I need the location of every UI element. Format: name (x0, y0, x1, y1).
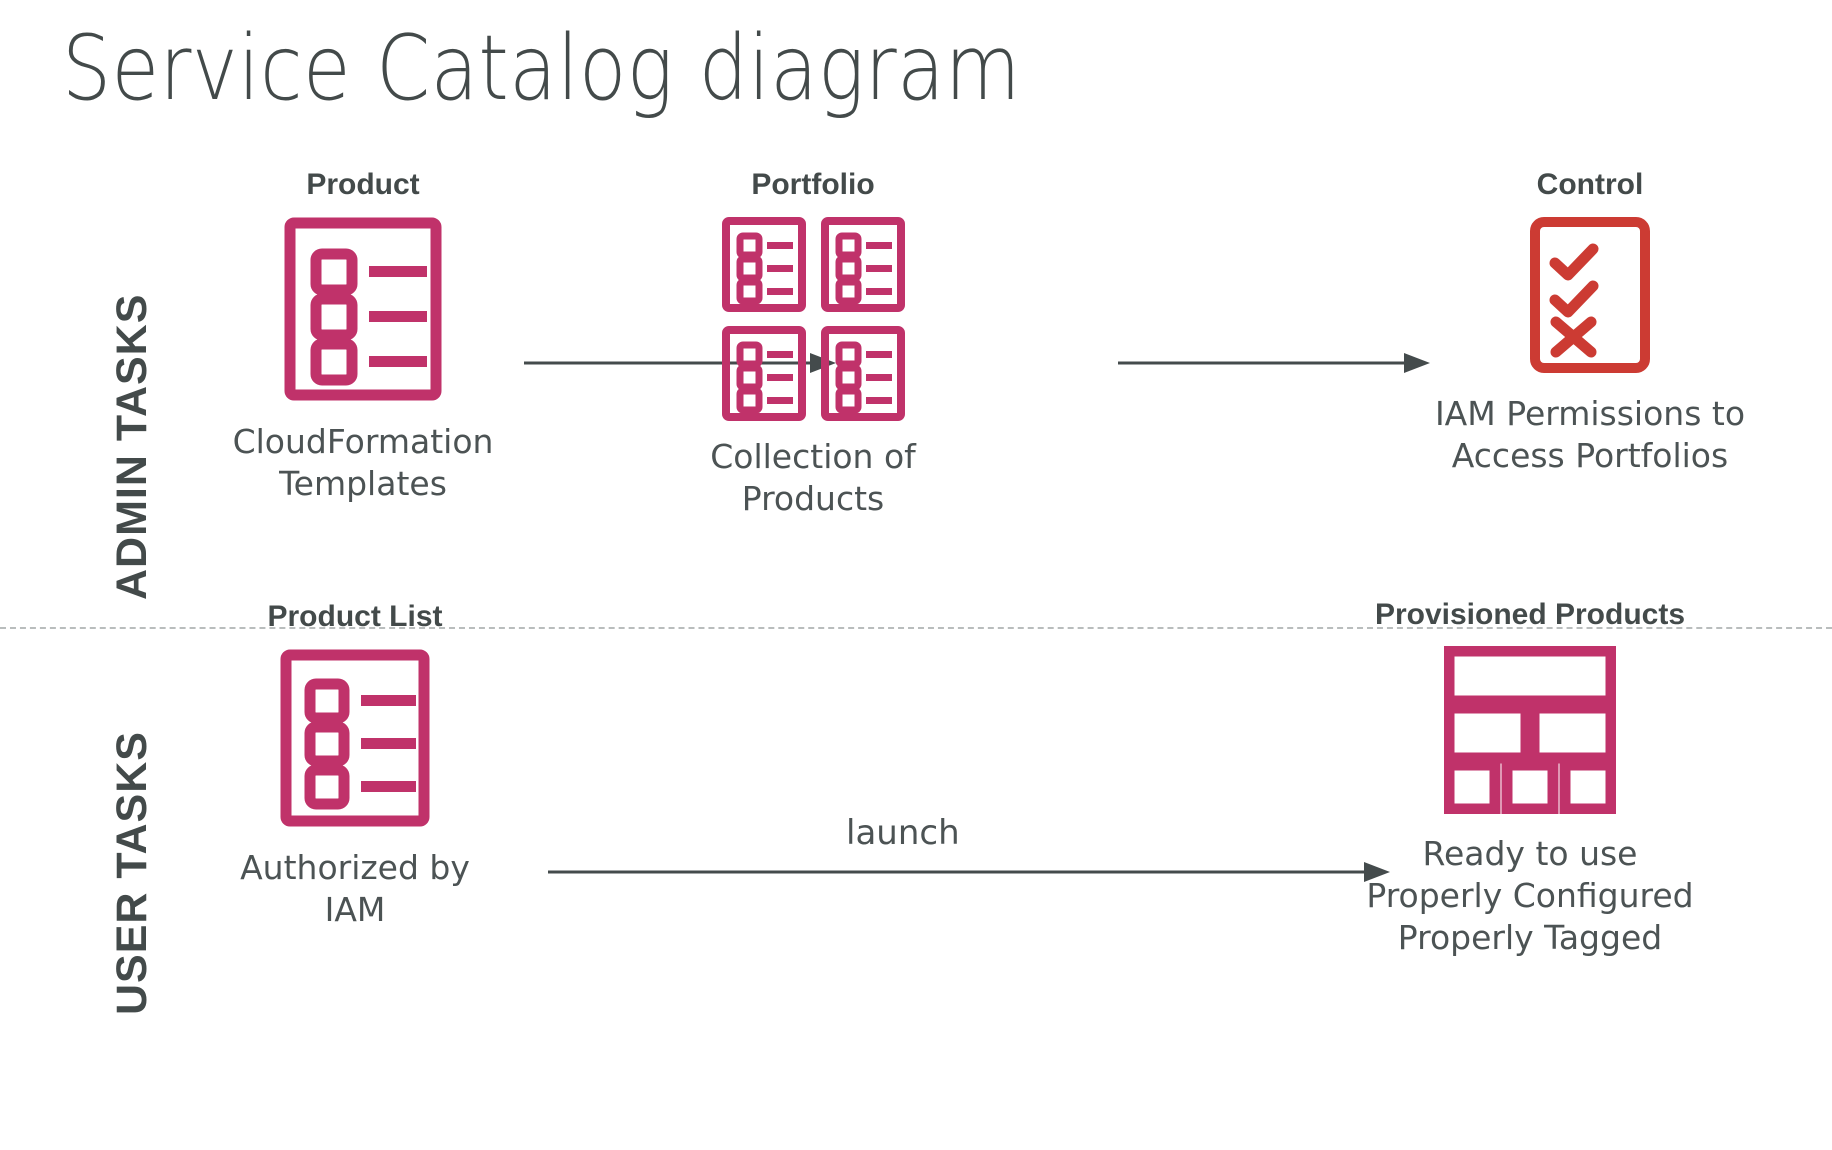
node-product-list-title: Product List (267, 600, 443, 633)
block-medium-1 (1443, 702, 1532, 764)
node-portfolio-caption: Collection of Products (710, 437, 916, 519)
block-small-2 (1501, 759, 1559, 815)
block-medium-2 (1528, 702, 1617, 764)
arrow-label-launch: launch (846, 813, 960, 853)
node-control-title: Control (1536, 168, 1644, 201)
lane-divider (0, 627, 1832, 629)
arrow-product-list-to-provisioned-products (548, 854, 1390, 895)
node-product-list[interactable]: Product List Authorized by IAM (230, 600, 480, 931)
node-control-caption: IAM Permissions to Access Portfolios (1434, 394, 1746, 476)
node-product[interactable]: Product CloudFormation Templates (233, 168, 494, 505)
node-provisioned-products-title: Provisioned Products (1374, 598, 1686, 631)
page-title: Service Catalog diagram (62, 16, 1021, 121)
portfolio-item-icon-4 (820, 326, 905, 421)
lane-label-user-tasks: USER TASKS (108, 731, 156, 1015)
portfolio-item-icon-1 (721, 217, 806, 312)
arrow-portfolio-to-control (1118, 345, 1430, 386)
product-list-document-icon (283, 216, 443, 407)
node-portfolio-title: Portfolio (751, 168, 875, 201)
provisioned-blocks-icon (1443, 645, 1617, 819)
node-portfolio[interactable]: Portfolio (648, 168, 978, 520)
block-small-3 (1559, 759, 1617, 815)
node-product-caption: CloudFormation Templates (232, 422, 494, 504)
x-mark-icon (1550, 316, 1597, 358)
node-product-title: Product (306, 168, 420, 201)
block-wide (1443, 645, 1617, 707)
check-mark-icon-1 (1549, 243, 1599, 281)
portfolio-item-icon-2 (820, 217, 905, 312)
node-provisioned-products[interactable]: Provisioned Products Ready to use Proper… (1340, 598, 1720, 960)
check-mark-icon-2 (1549, 280, 1599, 318)
node-control[interactable]: Control IAM Permissions to Access Portfo… (1420, 168, 1760, 477)
portfolio-item-icon-3 (721, 326, 806, 421)
lane-label-admin-tasks: ADMIN TASKS (108, 293, 156, 600)
node-product-list-caption: Authorized by IAM (240, 848, 470, 930)
portfolio-grid-icon (721, 216, 906, 422)
node-provisioned-products-caption: Ready to use Properly Configured Properl… (1366, 834, 1694, 958)
product-list-document-icon (279, 648, 431, 833)
block-small-1 (1443, 759, 1501, 815)
checklist-approval-icon (1529, 216, 1651, 379)
